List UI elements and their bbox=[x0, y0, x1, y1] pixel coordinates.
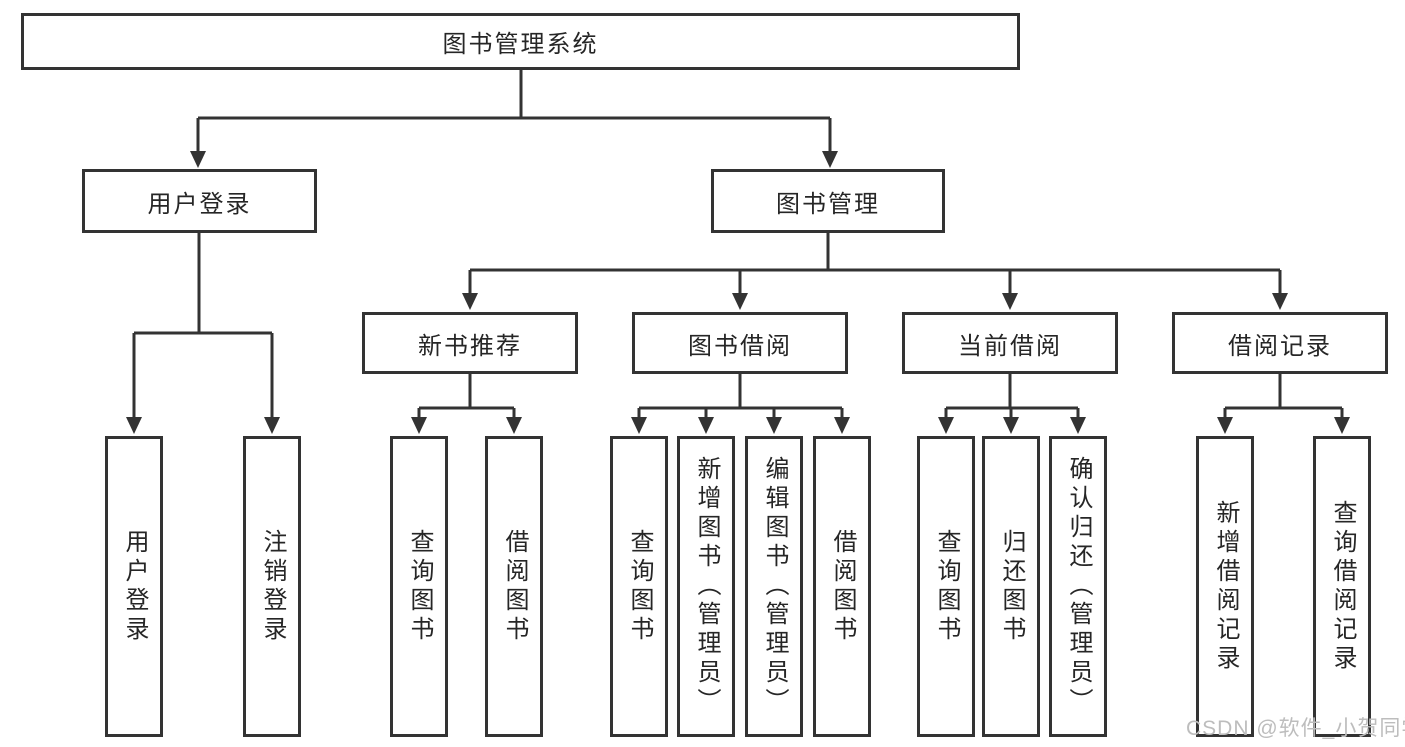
node-leaf-rec-query-books: 查询图书 bbox=[390, 436, 448, 737]
node-leaf-borrow-books: 借阅图书 bbox=[813, 436, 871, 737]
node-current-borrowing: 当前借阅 bbox=[902, 312, 1118, 374]
arrow-down-icon bbox=[766, 417, 782, 434]
arrow-down-icon bbox=[1334, 417, 1350, 434]
arrow-down-icon bbox=[822, 151, 838, 168]
node-leaf-query-borrow-record: 查询借阅记录 bbox=[1313, 436, 1371, 737]
arrow-down-icon bbox=[1070, 417, 1086, 434]
edge-book-borrowing-to-leaves bbox=[631, 373, 850, 434]
arrow-down-icon bbox=[126, 417, 142, 434]
node-leaf-user-login: 用户登录 bbox=[105, 436, 163, 737]
arrow-down-icon bbox=[698, 417, 714, 434]
edge-user-login-to-leaves bbox=[126, 232, 280, 434]
arrow-down-icon bbox=[631, 417, 647, 434]
edge-root-to-level2 bbox=[190, 69, 838, 168]
node-new-book-recommendation: 新书推荐 bbox=[362, 312, 578, 374]
node-user-login: 用户登录 bbox=[82, 169, 317, 233]
node-leaf-add-book-admin: 新增图书（管理员） bbox=[677, 436, 735, 737]
arrow-down-icon bbox=[732, 293, 748, 310]
node-leaf-return-books: 归还图书 bbox=[982, 436, 1040, 737]
node-book-management: 图书管理 bbox=[711, 169, 945, 233]
node-leaf-current-query-books: 查询图书 bbox=[917, 436, 975, 737]
node-leaf-confirm-return-admin: 确认归还（管理员） bbox=[1049, 436, 1107, 737]
edge-book-management-to-level3 bbox=[462, 232, 1288, 310]
node-leaf-logout: 注销登录 bbox=[243, 436, 301, 737]
edge-current-borrowing-to-leaves bbox=[938, 373, 1086, 434]
arrow-down-icon bbox=[462, 293, 478, 310]
arrow-down-icon bbox=[938, 417, 954, 434]
edge-new-book-recommendation-to-leaves bbox=[411, 373, 522, 434]
arrow-down-icon bbox=[1003, 417, 1019, 434]
node-borrowing-records: 借阅记录 bbox=[1172, 312, 1388, 374]
arrow-down-icon bbox=[190, 151, 206, 168]
csdn-watermark: CSDN @软件_小贺同学 bbox=[1186, 717, 1405, 740]
node-leaf-rec-borrow-books: 借阅图书 bbox=[485, 436, 543, 737]
arrow-down-icon bbox=[264, 417, 280, 434]
arrow-down-icon bbox=[834, 417, 850, 434]
node-leaf-edit-book-admin: 编辑图书（管理员） bbox=[745, 436, 803, 737]
arrow-down-icon bbox=[506, 417, 522, 434]
arrow-down-icon bbox=[1002, 293, 1018, 310]
node-book-borrowing: 图书借阅 bbox=[632, 312, 848, 374]
node-leaf-add-borrow-record: 新增借阅记录 bbox=[1196, 436, 1254, 737]
node-library-management-system: 图书管理系统 bbox=[21, 13, 1020, 70]
node-leaf-borrow-query-books: 查询图书 bbox=[610, 436, 668, 737]
edge-borrowing-records-to-leaves bbox=[1217, 373, 1350, 434]
arrow-down-icon bbox=[1217, 417, 1233, 434]
arrow-down-icon bbox=[411, 417, 427, 434]
arrow-down-icon bbox=[1272, 293, 1288, 310]
